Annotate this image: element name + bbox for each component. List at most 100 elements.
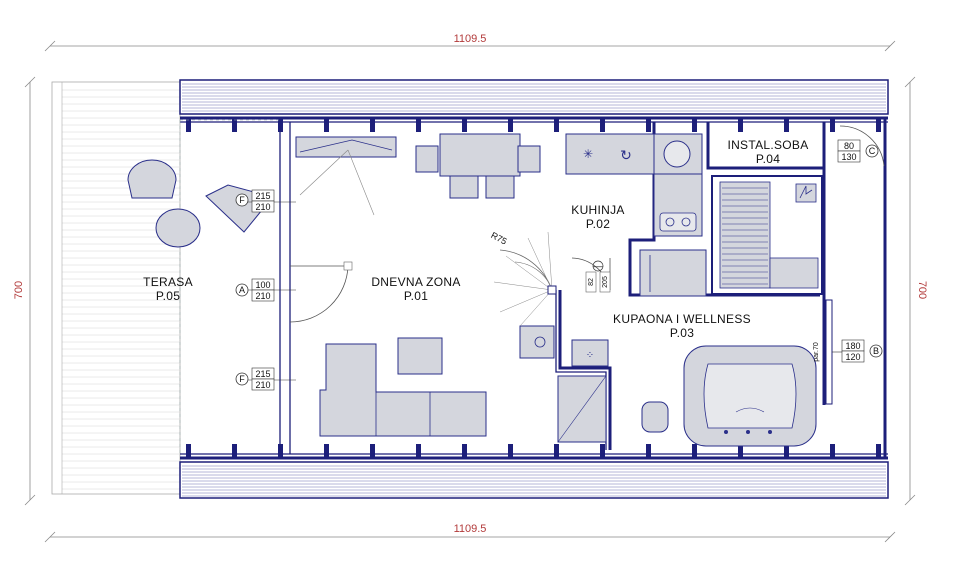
- roof-beam: [186, 118, 191, 132]
- dimension-left: 700: [13, 76, 36, 506]
- roof-beam: [554, 118, 559, 132]
- dining-table: [439, 133, 521, 177]
- opening-letter: A: [239, 285, 245, 295]
- roof-beam: [784, 444, 789, 458]
- roof-beams-bottom: [186, 444, 881, 458]
- room-code: P.03: [670, 326, 694, 340]
- tv-cabinet: [295, 136, 397, 158]
- entrance-door: [289, 261, 353, 323]
- dining-chair: [485, 175, 515, 199]
- roof-beam: [554, 444, 559, 458]
- dimension-top-label: 1109.5: [454, 33, 487, 45]
- roof-beam: [830, 444, 835, 458]
- opening-letter: F: [239, 374, 245, 384]
- dining-chair: [449, 175, 479, 199]
- opening-width: 100: [255, 280, 270, 290]
- roof-top: [179, 79, 889, 115]
- roof-beam: [462, 118, 467, 132]
- living-furniture: [295, 133, 555, 437]
- opening-tag-a: A 100 210: [235, 278, 296, 302]
- terrace-deck: [51, 81, 181, 495]
- svg-text:⁘: ⁘: [586, 350, 594, 361]
- dimension-right: 700: [904, 76, 928, 506]
- roof-beam: [416, 118, 421, 132]
- room-terasa: TERASA P.05: [143, 275, 193, 303]
- room-name: DNEVNA ZONA: [371, 275, 460, 289]
- room-name: TERASA: [143, 275, 193, 289]
- dimension-bottom-label: 1109.5: [454, 523, 487, 535]
- roof-beam: [784, 118, 789, 132]
- roof-beam: [646, 444, 651, 458]
- opening-letter: F: [239, 195, 245, 205]
- opening-letter: C: [869, 146, 876, 156]
- room-code: P.05: [156, 289, 180, 303]
- opening-height: 210: [255, 202, 270, 212]
- door-205-label: 205: [602, 276, 609, 288]
- roof-beam: [416, 444, 421, 458]
- bathroom-door: — 82 205: [571, 257, 611, 293]
- roof-beam: [370, 118, 375, 132]
- opening-letter: B: [873, 346, 879, 356]
- roof-beam: [324, 118, 329, 132]
- roof-beam: [600, 118, 605, 132]
- roof-beam: [830, 118, 835, 132]
- coffee-table: [397, 337, 443, 375]
- dimension-top: 1109.5: [44, 33, 896, 52]
- opening-width: 180: [845, 341, 860, 351]
- opening-height: 130: [841, 152, 856, 162]
- roof-beam: [324, 444, 329, 458]
- dining-chair: [415, 145, 439, 173]
- dining-chair: [517, 145, 541, 173]
- opening-tag-c: 80 130 C: [837, 139, 879, 163]
- kitchen-counter: ✳ ↻: [565, 133, 703, 237]
- room-kupaona: KUPAONA I WELLNESS P.03: [613, 312, 751, 340]
- room-code: P.04: [756, 152, 780, 166]
- room-code: P.01: [404, 289, 428, 303]
- opening-width: 80: [844, 141, 854, 151]
- room-kuhinja: KUHINJA P.02: [571, 203, 624, 231]
- window-par-label: par.70: [813, 342, 820, 362]
- roof-beam: [692, 118, 697, 132]
- roof-beam: [232, 118, 237, 132]
- dimension-bottom: 1109.5: [44, 523, 896, 543]
- spiral-stair: R75: [489, 230, 557, 327]
- svg-text:—: —: [594, 261, 603, 271]
- roof-beam: [646, 118, 651, 132]
- terrace-chair-1: [127, 159, 177, 199]
- bathroom-fixtures: ⁘: [557, 249, 817, 447]
- stair-radius-label: R75: [489, 230, 508, 247]
- toilet: [641, 401, 669, 433]
- exterior-walls: [180, 116, 888, 460]
- roof-beam: [186, 444, 191, 458]
- opening-tag-b: 180 120 B: [832, 339, 883, 363]
- roof-beam: [508, 118, 513, 132]
- sink-round: [663, 140, 691, 168]
- room-name: KUHINJA: [571, 203, 624, 217]
- roof-bottom: [179, 461, 889, 499]
- roof-beams-top: [186, 118, 881, 132]
- terrace-table: [155, 208, 201, 248]
- roof-beam: [600, 444, 605, 458]
- room-dnevna: DNEVNA ZONA P.01: [371, 275, 460, 303]
- sauna: [719, 181, 819, 289]
- door-82-label: 82: [588, 278, 595, 286]
- dimension-right-label: 700: [916, 281, 928, 299]
- opening-tag-f-bottom: F 215 210: [235, 367, 296, 391]
- room-code: P.02: [586, 217, 610, 231]
- sink-vanity: [571, 339, 609, 367]
- opening-height: 210: [255, 380, 270, 390]
- roof-beam: [876, 444, 881, 458]
- opening-tag-f-top: F 215 210: [235, 189, 296, 213]
- roof-beam: [692, 444, 697, 458]
- wash-counter: [639, 249, 707, 297]
- roof-beam: [738, 118, 743, 132]
- opening-width: 215: [255, 369, 270, 379]
- roof-beam: [508, 444, 513, 458]
- roof-beam: [232, 444, 237, 458]
- sofa: [319, 343, 487, 437]
- stair-box: [519, 325, 555, 359]
- instal-door: [839, 125, 885, 167]
- roof-beam: [738, 444, 743, 458]
- room-instal: INSTAL.SOBA P.04: [727, 138, 808, 166]
